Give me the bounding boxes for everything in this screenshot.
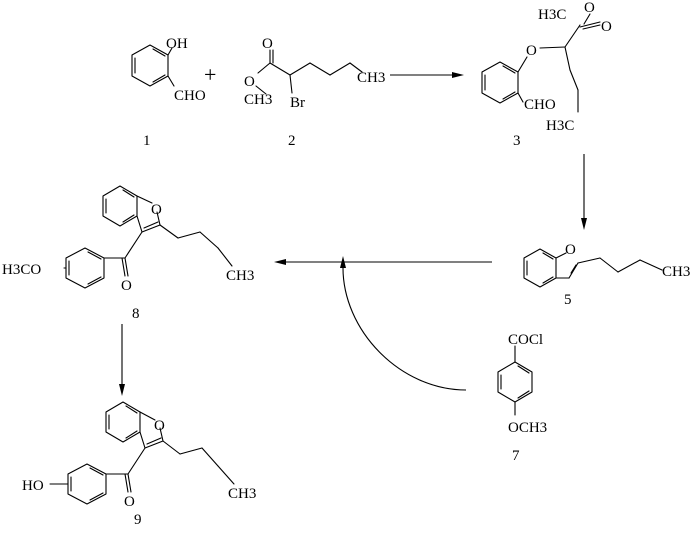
c3-carbonyl-o: O (601, 19, 612, 35)
c2-ester-ch3: CH3 (244, 92, 272, 108)
arrow-to-8 (274, 259, 492, 265)
c5-number: 5 (564, 292, 572, 308)
c3-number: 3 (513, 133, 521, 149)
arrow-to-9 (119, 324, 125, 396)
c9-ho: HO (22, 478, 44, 494)
c5-ring-o: O (565, 242, 576, 258)
c9-number: 9 (134, 512, 142, 528)
c2-br: Br (290, 95, 305, 111)
compound-5: O CH3 5 (523, 242, 690, 308)
arrow-to-3 (390, 72, 464, 78)
c3-ester-o: O (584, 0, 595, 16)
c3-chain-h3c: H3C (546, 118, 574, 134)
c8-h3co: H3CO (2, 262, 41, 278)
c9-carbonyl-o: O (124, 494, 135, 510)
c8-carbonyl-o: O (121, 278, 132, 294)
c2-chain-ch3: CH3 (357, 70, 385, 86)
c7-number: 7 (512, 448, 520, 464)
plus-sign: + (204, 62, 216, 87)
c7-och3: OCH3 (508, 420, 547, 436)
arrow-to-5 (581, 154, 587, 230)
compound-8: O H3CO O CH3 8 (2, 185, 254, 322)
c8-chain-ch3: CH3 (226, 268, 254, 284)
compound-7: COCl OCH3 7 (497, 332, 547, 464)
c2-ester-o: O (244, 74, 255, 90)
c2-carbonyl-o: O (262, 36, 273, 52)
compound-1: OH CHO 1 (131, 36, 206, 149)
c1-oh-label: OH (166, 36, 188, 52)
c9-chain-ch3: CH3 (228, 486, 256, 502)
c3-ester-h3c: H3C (538, 7, 566, 23)
c8-ring-o: O (151, 202, 162, 218)
c3-cho-label: CHO (524, 97, 556, 113)
c8-number: 8 (132, 306, 140, 322)
c9-ring-o: O (154, 418, 165, 434)
c3-ether-o: O (526, 43, 537, 59)
c5-chain-ch3: CH3 (662, 264, 690, 280)
c1-cho-label: CHO (174, 88, 206, 104)
c1-number: 1 (143, 133, 151, 149)
compound-2: O O CH3 Br CH3 2 (244, 36, 385, 149)
c7-cocl: COCl (508, 332, 543, 348)
compound-3: H3C O O O CHO H3C 3 (481, 0, 612, 149)
compound-9: O HO O CH3 9 (22, 401, 256, 528)
reagent-curve-arrow (340, 256, 467, 391)
c2-number: 2 (288, 133, 296, 149)
